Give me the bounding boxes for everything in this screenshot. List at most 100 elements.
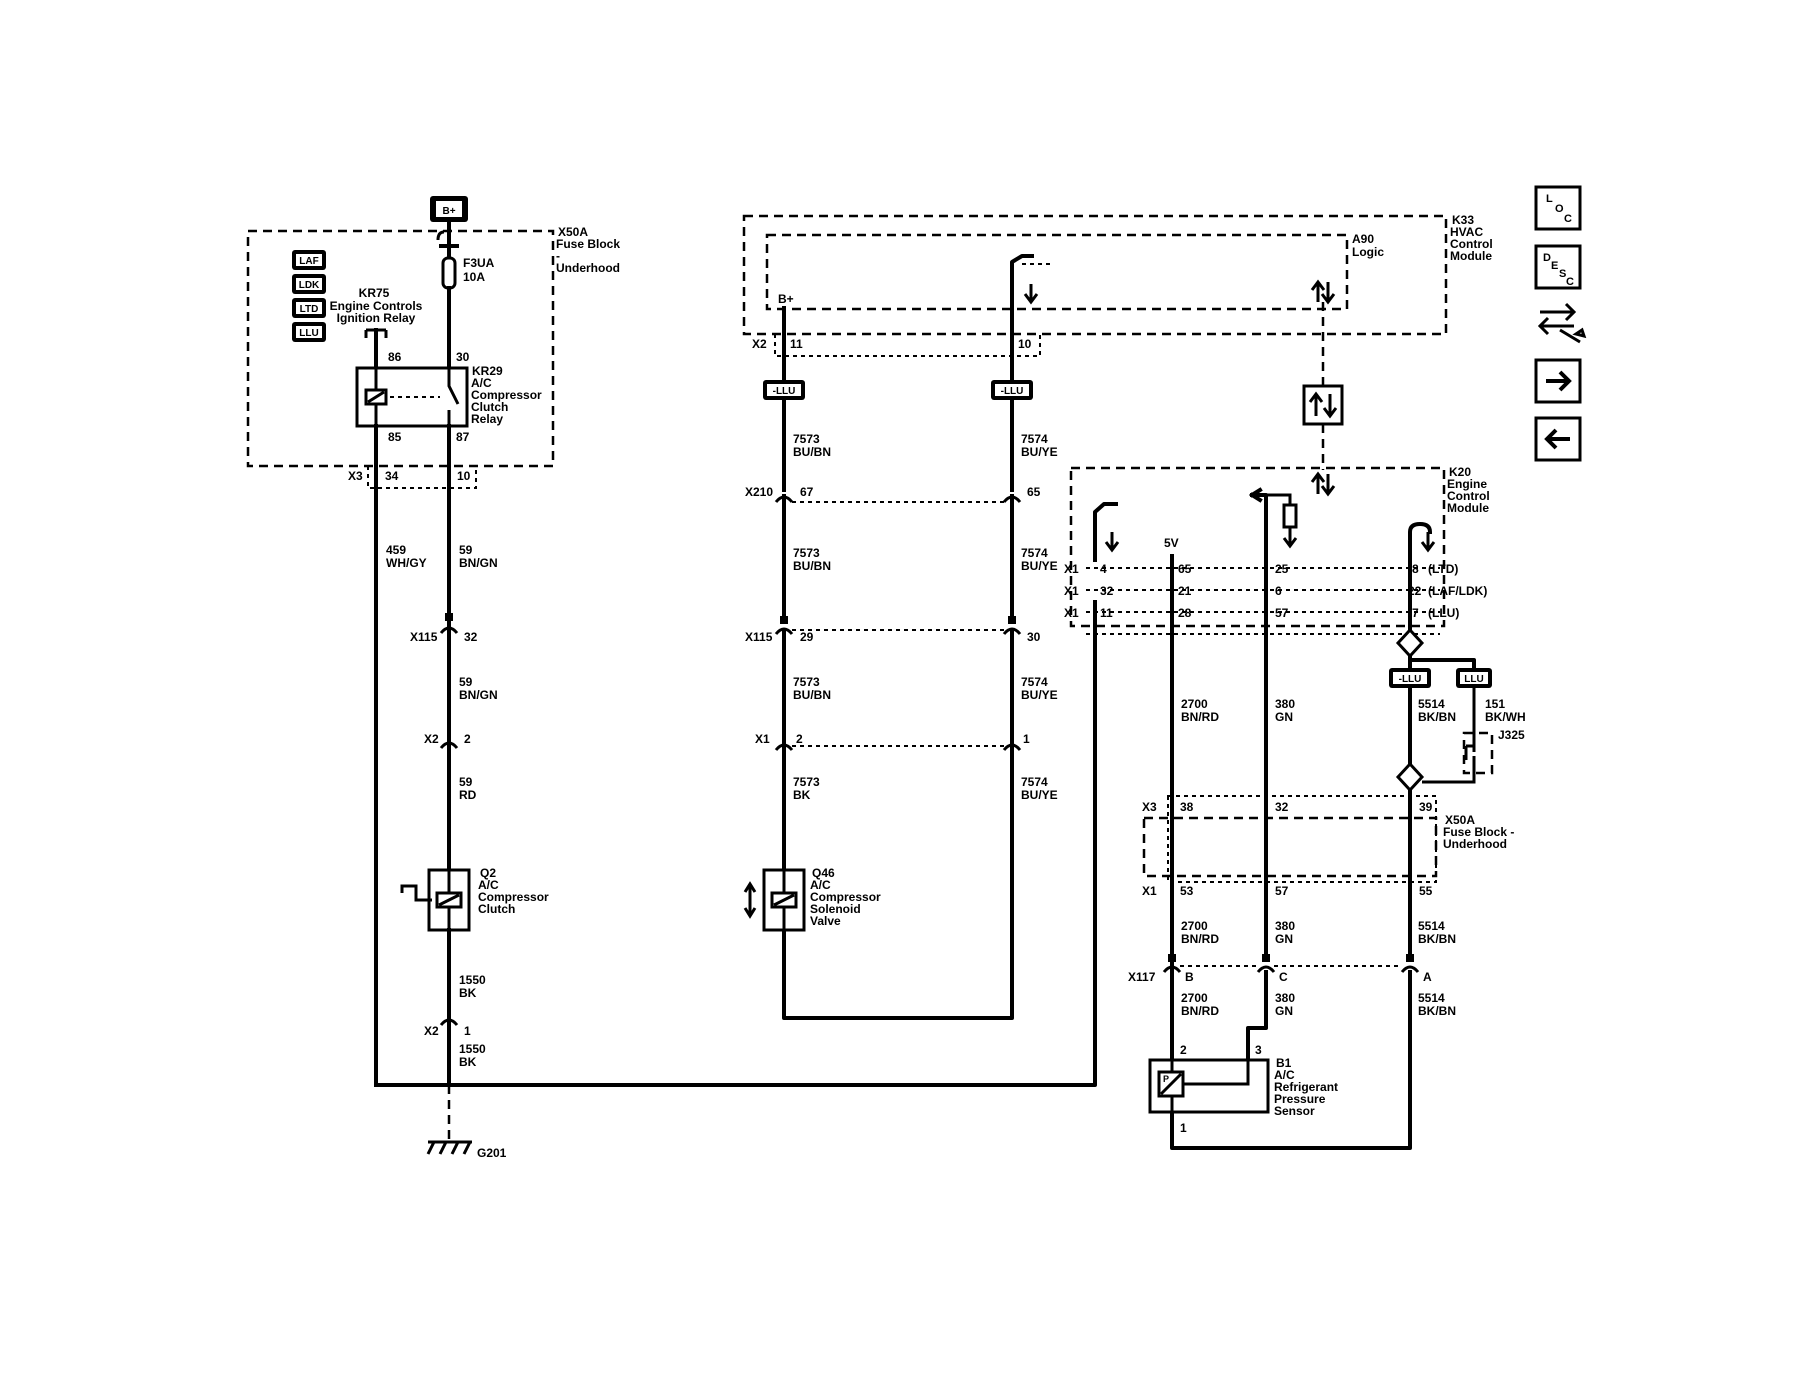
wire-380c-color: GN — [1275, 1004, 1293, 1018]
ecm-row1-note: (LTD) — [1428, 562, 1458, 576]
x3-top-pin-34: 34 — [385, 469, 399, 483]
x3-bottom-name: X3 — [1142, 800, 1157, 814]
x115-mid-name: X115 — [745, 630, 773, 644]
x3-top-connector — [367, 466, 477, 489]
location-letter-o: O — [1555, 203, 1564, 215]
ground-icon — [426, 1140, 472, 1155]
description-letter-s: S — [1559, 268, 1566, 280]
description-button[interactable]: D E S C — [1534, 244, 1582, 290]
x3-bottom-pin-32: 32 — [1275, 800, 1289, 814]
x1-mid-pin-1: 1 — [1023, 732, 1030, 746]
hvac-module-name: HVAC Control Module — [1450, 226, 1493, 263]
wire-151-num: 151 — [1485, 697, 1505, 711]
next-page-button[interactable] — [1534, 358, 1582, 404]
wire-7573d-num: 7573 — [793, 775, 820, 789]
wire-459-color: WH/GY — [386, 556, 427, 570]
clutch-name-wrap: A/C Compressor Clutch — [478, 879, 549, 916]
wire-7573a-num: 7573 — [793, 432, 820, 446]
x115-mid-terminal-a — [780, 616, 788, 624]
x115-left-name: X115 — [410, 630, 438, 644]
ecm-row1-pin-c: 25 — [1275, 562, 1289, 576]
wire-7574a-color: BU/YE — [1021, 445, 1058, 459]
ground-bus-wire — [374, 600, 1097, 1087]
ecm-row1-pin-b: 65 — [1178, 562, 1192, 576]
pressure-sensor-element-p: P — [1163, 1074, 1169, 1084]
fuse-ref: F3UA — [463, 256, 495, 270]
x2-hvac-connector — [774, 334, 1041, 357]
pressure-sensor-slash — [1159, 1072, 1183, 1096]
wire-7573b-num: 7573 — [793, 546, 820, 560]
x2-hvac-name: X2 — [752, 337, 767, 351]
wire-7573c-num: 7573 — [793, 675, 820, 689]
splice-top-branch — [1408, 654, 1476, 670]
fuse-block-top-ref: X50A — [558, 225, 588, 239]
tools-icon[interactable] — [1537, 302, 1587, 344]
wire-380c-num: 380 — [1275, 991, 1295, 1005]
wire-7574a-num: 7574 — [1021, 432, 1048, 446]
ecm-row3-name: X1 — [1064, 606, 1079, 620]
wire-59a-color: BN/GN — [459, 556, 498, 570]
hvac-bplus-label: B+ — [778, 292, 794, 306]
wire-459-num: 459 — [386, 543, 406, 557]
solenoid-coil-slash — [773, 893, 795, 907]
hvac-module-name-wrap: HVAC Control Module — [1450, 226, 1493, 263]
wire-7574-seg4 — [782, 744, 1014, 1020]
serial-data-icon-ecm — [1310, 471, 1336, 497]
x1-bottom-pin-55: 55 — [1419, 884, 1433, 898]
clutch-relay-ref: KR29 — [472, 364, 503, 378]
ignition-relay-name-wrap: Engine Controls Ignition Relay — [330, 300, 423, 324]
wire-7573d-color: BK — [793, 788, 811, 802]
location-button[interactable]: L O C — [1534, 185, 1582, 231]
x210-name: X210 — [745, 485, 773, 499]
sensor-pin-2: 2 — [1180, 1043, 1187, 1057]
clutch-coil-slash — [438, 893, 460, 907]
description-letter-d: D — [1543, 252, 1551, 264]
ecm-row3-pin-d: 7 — [1412, 606, 1419, 620]
pressure-sensor-leads — [1170, 1060, 1250, 1112]
relay-pin-87: 87 — [456, 430, 470, 444]
x115-mid-terminal-b — [1008, 616, 1016, 624]
wire-7574c-num: 7574 — [1021, 675, 1048, 689]
wire-5514c-num: 5514 — [1418, 991, 1445, 1005]
fuse-block-top-outline — [246, 229, 555, 468]
wire-7573c-color: BU/BN — [793, 688, 831, 702]
ecm-row2-note: (LAF/LDK) — [1428, 584, 1487, 598]
x2-hvac-pin-10: 10 — [1018, 337, 1032, 351]
x117-terminal-a — [1406, 954, 1414, 962]
hvac-driver-wire — [1010, 254, 1034, 332]
wire-59b-num: 59 — [459, 675, 473, 689]
previous-page-button[interactable] — [1534, 416, 1582, 462]
wire-2700b-num: 2700 — [1181, 919, 1208, 933]
option-code-ltd: LTD — [300, 304, 319, 315]
relay-pin-86: 86 — [388, 350, 402, 364]
sensor-pin-3: 3 — [1255, 1043, 1262, 1057]
logic-block-name: Logic — [1352, 245, 1384, 259]
ecm-low-ref-wire — [1408, 522, 1433, 602]
arrow-left-icon — [1544, 428, 1570, 450]
pressure-sensor-name-wrap: A/C Refrigerant Pressure Sensor — [1274, 1069, 1338, 1117]
wire-7574b-color: BU/YE — [1021, 559, 1058, 573]
clutch-name: A/C Compressor Clutch — [478, 879, 549, 916]
option-code-ldk: LDK — [299, 280, 320, 291]
hvac-driver-arrow-icon — [1023, 284, 1039, 305]
wire-5514c-color: BK/BN — [1418, 1004, 1456, 1018]
ecm-row3-pin-a: 11 — [1100, 606, 1113, 620]
clutch-mechanical-symbol — [400, 884, 432, 902]
fuse-block-bottom-name-wrap: Fuse Block - Underhood — [1443, 826, 1515, 851]
x115-mid-pin-30: 30 — [1027, 630, 1041, 644]
sensor-pin-1: 1 — [1180, 1121, 1187, 1135]
x3-top-pin-10: 10 — [457, 469, 471, 483]
j325-switch-icon — [1464, 740, 1476, 768]
ecm-row3-pin-c: 57 — [1275, 606, 1289, 620]
fuse-block-bottom-name: Fuse Block - Underhood — [1443, 826, 1515, 851]
hvac-module-ref: K33 — [1452, 213, 1474, 227]
ecm-row3-note: (LLU) — [1428, 606, 1459, 620]
solenoid-name: A/C Compressor Solenoid Valve — [810, 879, 881, 928]
option-code-laf: LAF — [299, 256, 318, 267]
serial-data-icon-top — [1310, 279, 1336, 305]
wire-7574b-num: 7574 — [1021, 546, 1048, 560]
x117-terminal-b — [1168, 954, 1176, 962]
tag-not-llu-ecm-text: -LLU — [1399, 674, 1422, 685]
wire-7573b-color: BU/BN — [793, 559, 831, 573]
relay-coil-slash — [367, 390, 385, 404]
